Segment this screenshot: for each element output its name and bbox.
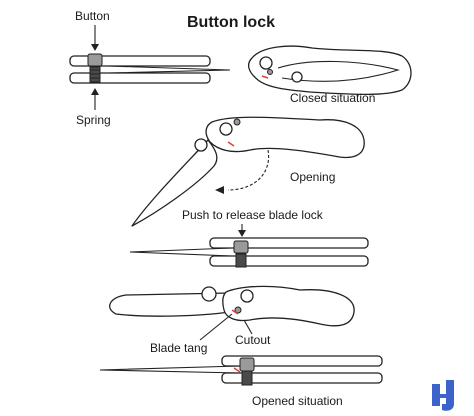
spring-label: Spring — [76, 113, 111, 127]
opened-knife-illustration — [109, 285, 355, 327]
push-release-label: Push to release blade lock — [182, 208, 324, 222]
opening-label: Opening — [290, 170, 335, 184]
handle-shape — [205, 116, 365, 159]
brand-logo-icon — [432, 380, 454, 411]
cutout-label: Cutout — [235, 333, 271, 347]
opening-motion-arrow — [227, 149, 270, 191]
lock-button-icon — [87, 53, 103, 67]
open-handle-shape — [222, 285, 355, 327]
blade-tang-pointer — [199, 313, 233, 341]
cutout-pointer — [243, 319, 253, 335]
lock-point-highlight — [261, 75, 269, 79]
blade-tang-label: Blade tang — [150, 341, 207, 355]
opening-knife-illustration — [131, 116, 365, 227]
button-label: Button — [75, 9, 110, 23]
closed-knife-illustration — [247, 45, 412, 96]
diagram-title: Button lock — [187, 14, 275, 31]
open-blade-shape — [109, 292, 231, 317]
opened-situation-label: Opened situation — [252, 394, 343, 408]
blade-shape — [131, 139, 218, 227]
opened-side-view — [99, 355, 383, 386]
release-side-view — [129, 237, 369, 268]
closed-side-view — [69, 53, 231, 84]
closed-situation-label: Closed situation — [290, 91, 375, 105]
